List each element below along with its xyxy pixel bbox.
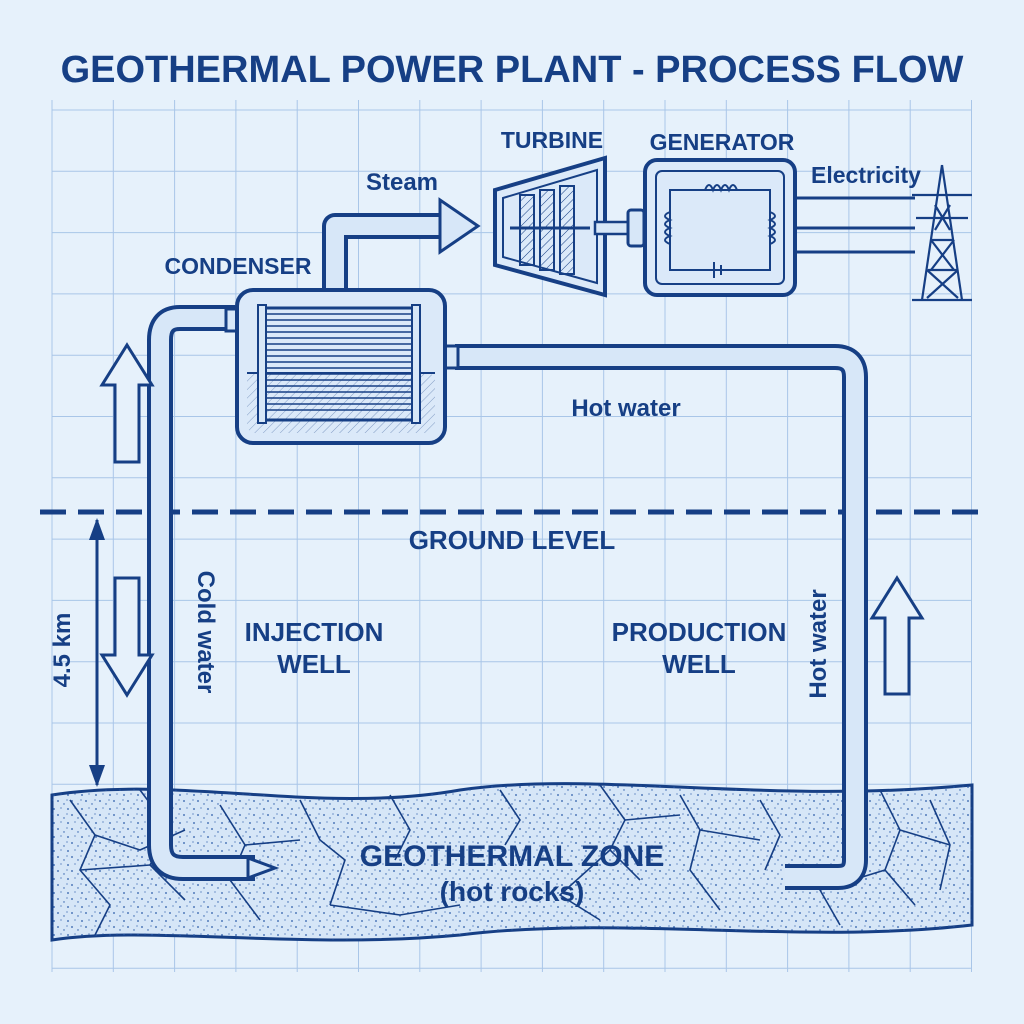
generator [643,158,797,297]
steam-arrow-icon [438,197,481,255]
generator-label: GENERATOR [650,129,795,155]
zone-label-line2: (hot rocks) [440,876,585,907]
steam-label: Steam [366,169,438,196]
condenser-tube-bundle [266,313,412,411]
turbine [493,155,607,298]
hot-water-top-label: Hot water [571,395,680,422]
depth-label: 4.5 km [49,613,76,688]
injection-well-pipe [147,305,280,881]
transmission-tower-icon [912,164,972,302]
production-well-pipe [455,344,868,890]
production-well-label-line2: WELL [662,649,736,679]
ground-level-label: GROUND LEVEL [409,525,616,555]
flow-arrow-down-icon [99,576,155,698]
diagram-title: GEOTHERMAL POWER PLANT - PROCESS FLOW [61,49,964,91]
zone-label-line1: GEOTHERMAL ZONE [360,840,664,873]
turbine-label: TURBINE [501,127,603,153]
electricity-label: Electricity [811,162,921,188]
hot-water-side-label: Hot water [805,589,832,698]
production-well-label-line1: PRODUCTION [612,617,787,647]
condenser [235,288,447,445]
condenser-label: CONDENSER [165,253,312,279]
injection-well-label-line2: WELL [277,649,351,679]
generator-coil-icon [664,184,776,245]
injection-well-label-line1: INJECTION [245,617,384,647]
steam-pipe [322,197,481,295]
depth-dimension [89,518,105,787]
power-output-lines [795,196,915,254]
geothermal-zone [50,782,974,942]
flow-arrow-up-icon [99,342,155,464]
cold-water-label: Cold water [192,571,219,694]
battery-symbol-icon [713,262,722,278]
flow-arrow-up-right-icon [869,575,925,696]
